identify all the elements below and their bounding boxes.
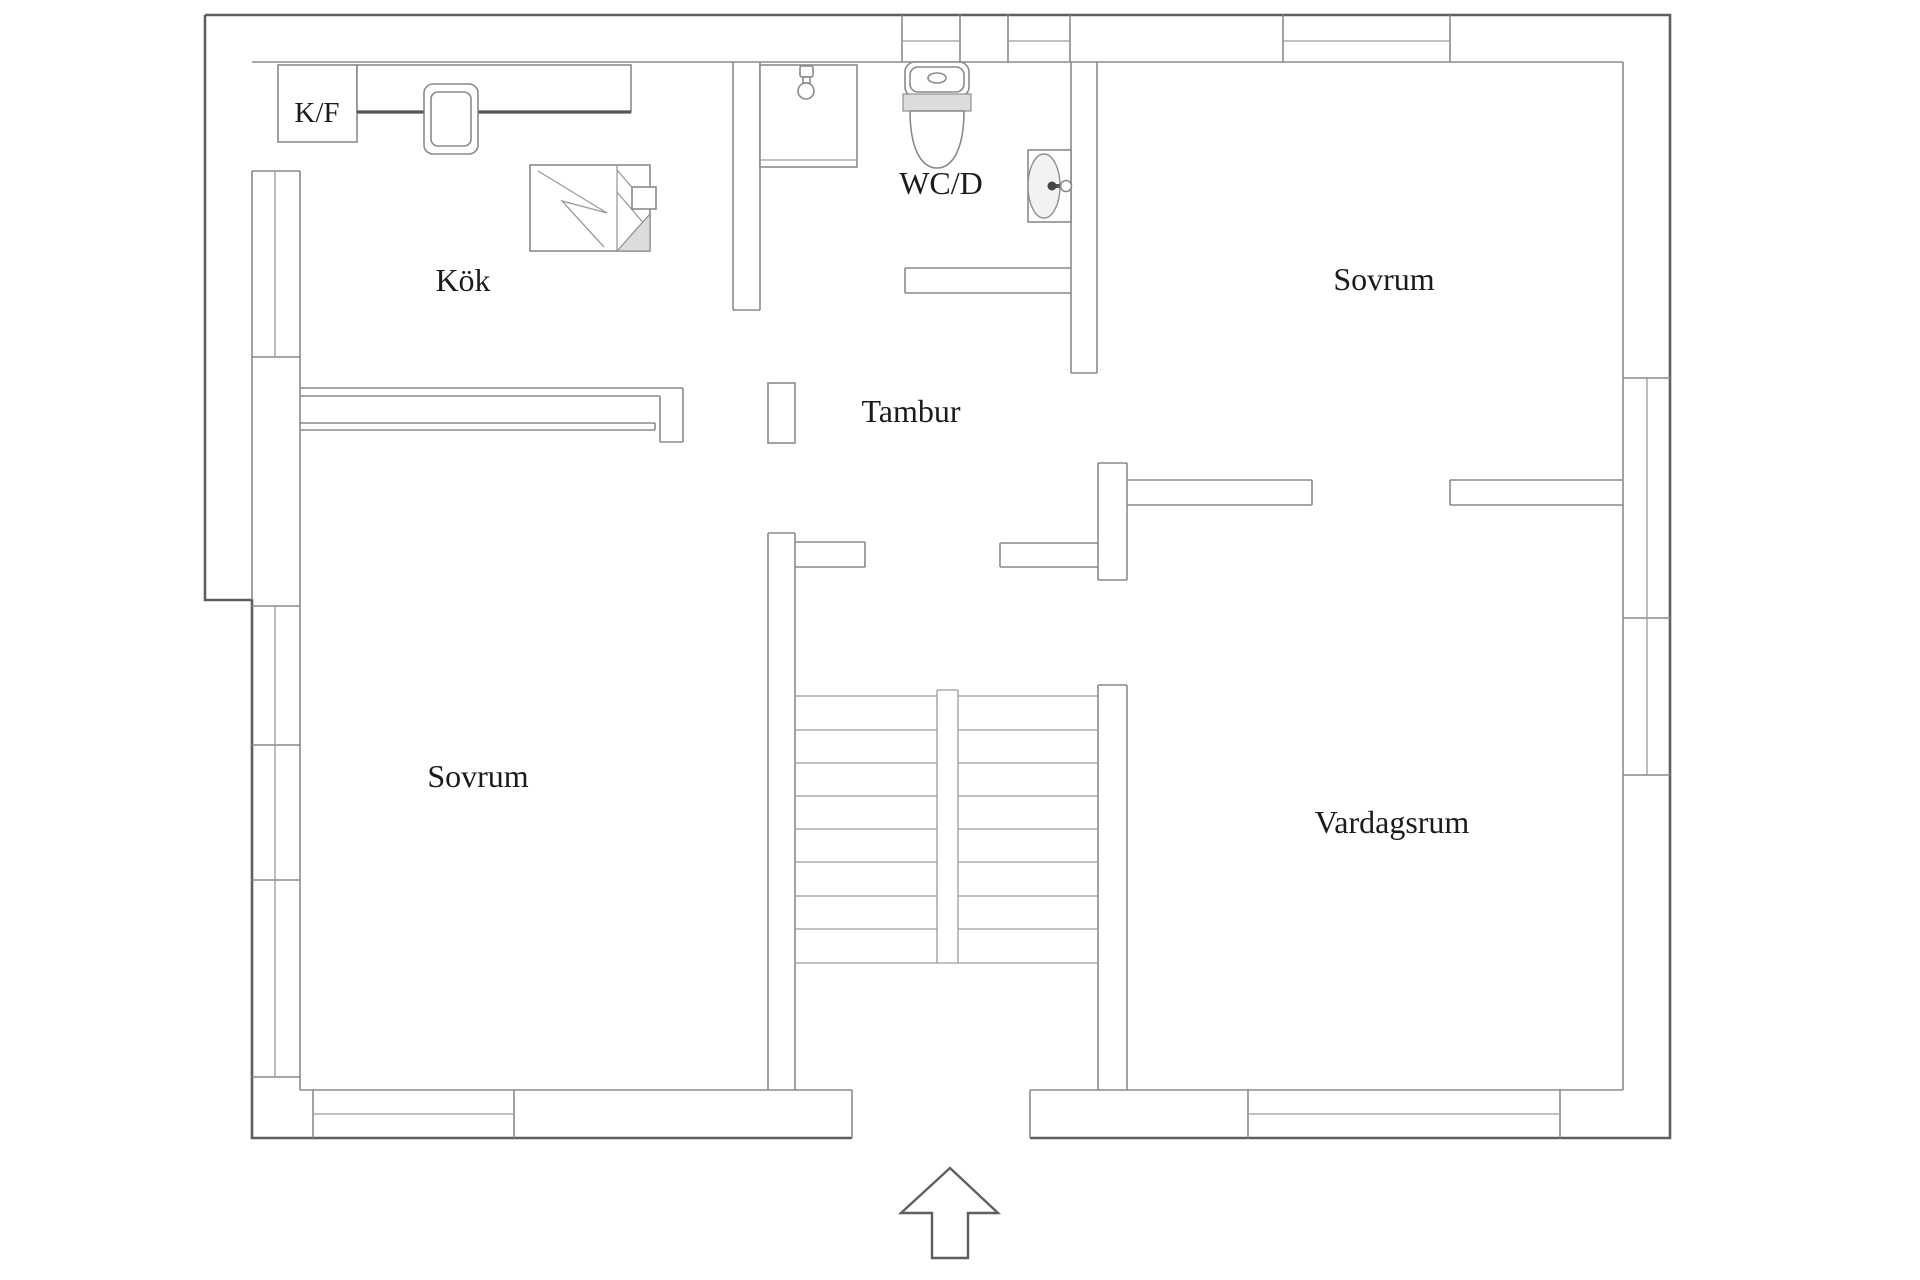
window-left-wall-lower xyxy=(252,605,300,1078)
room-label-vardagsrum: Vardagsrum xyxy=(1315,804,1470,840)
toilet-icon xyxy=(902,61,972,169)
room-label-wcd: WC/D xyxy=(899,165,983,201)
kitchen-sink-icon xyxy=(423,83,479,155)
room-label-kf: K/F xyxy=(294,97,339,129)
north-arrow xyxy=(897,1166,1002,1260)
room-label-kok: Kök xyxy=(435,262,490,298)
shower-icon xyxy=(759,64,858,168)
room-label-sovrum-ne: Sovrum xyxy=(1333,261,1434,297)
room-label-tambur: Tambur xyxy=(861,393,960,429)
staircase xyxy=(795,689,1098,964)
room-label-sovrum-sw: Sovrum xyxy=(427,758,528,794)
window-top-wall xyxy=(1282,15,1451,62)
window-right-wall xyxy=(1623,377,1670,776)
window-left-wall-upper xyxy=(251,170,301,358)
entrance-opening xyxy=(851,1090,1031,1138)
window-bottom-wall-right xyxy=(1247,1090,1561,1138)
kitchen-counter xyxy=(356,64,632,114)
door-pier xyxy=(767,382,796,444)
chimney-flues-top-wall xyxy=(901,15,1071,62)
stove-icon xyxy=(529,164,657,252)
washbasin-icon xyxy=(1027,149,1073,223)
window-bottom-wall-left xyxy=(312,1090,515,1138)
interior-walls xyxy=(300,62,1623,1090)
